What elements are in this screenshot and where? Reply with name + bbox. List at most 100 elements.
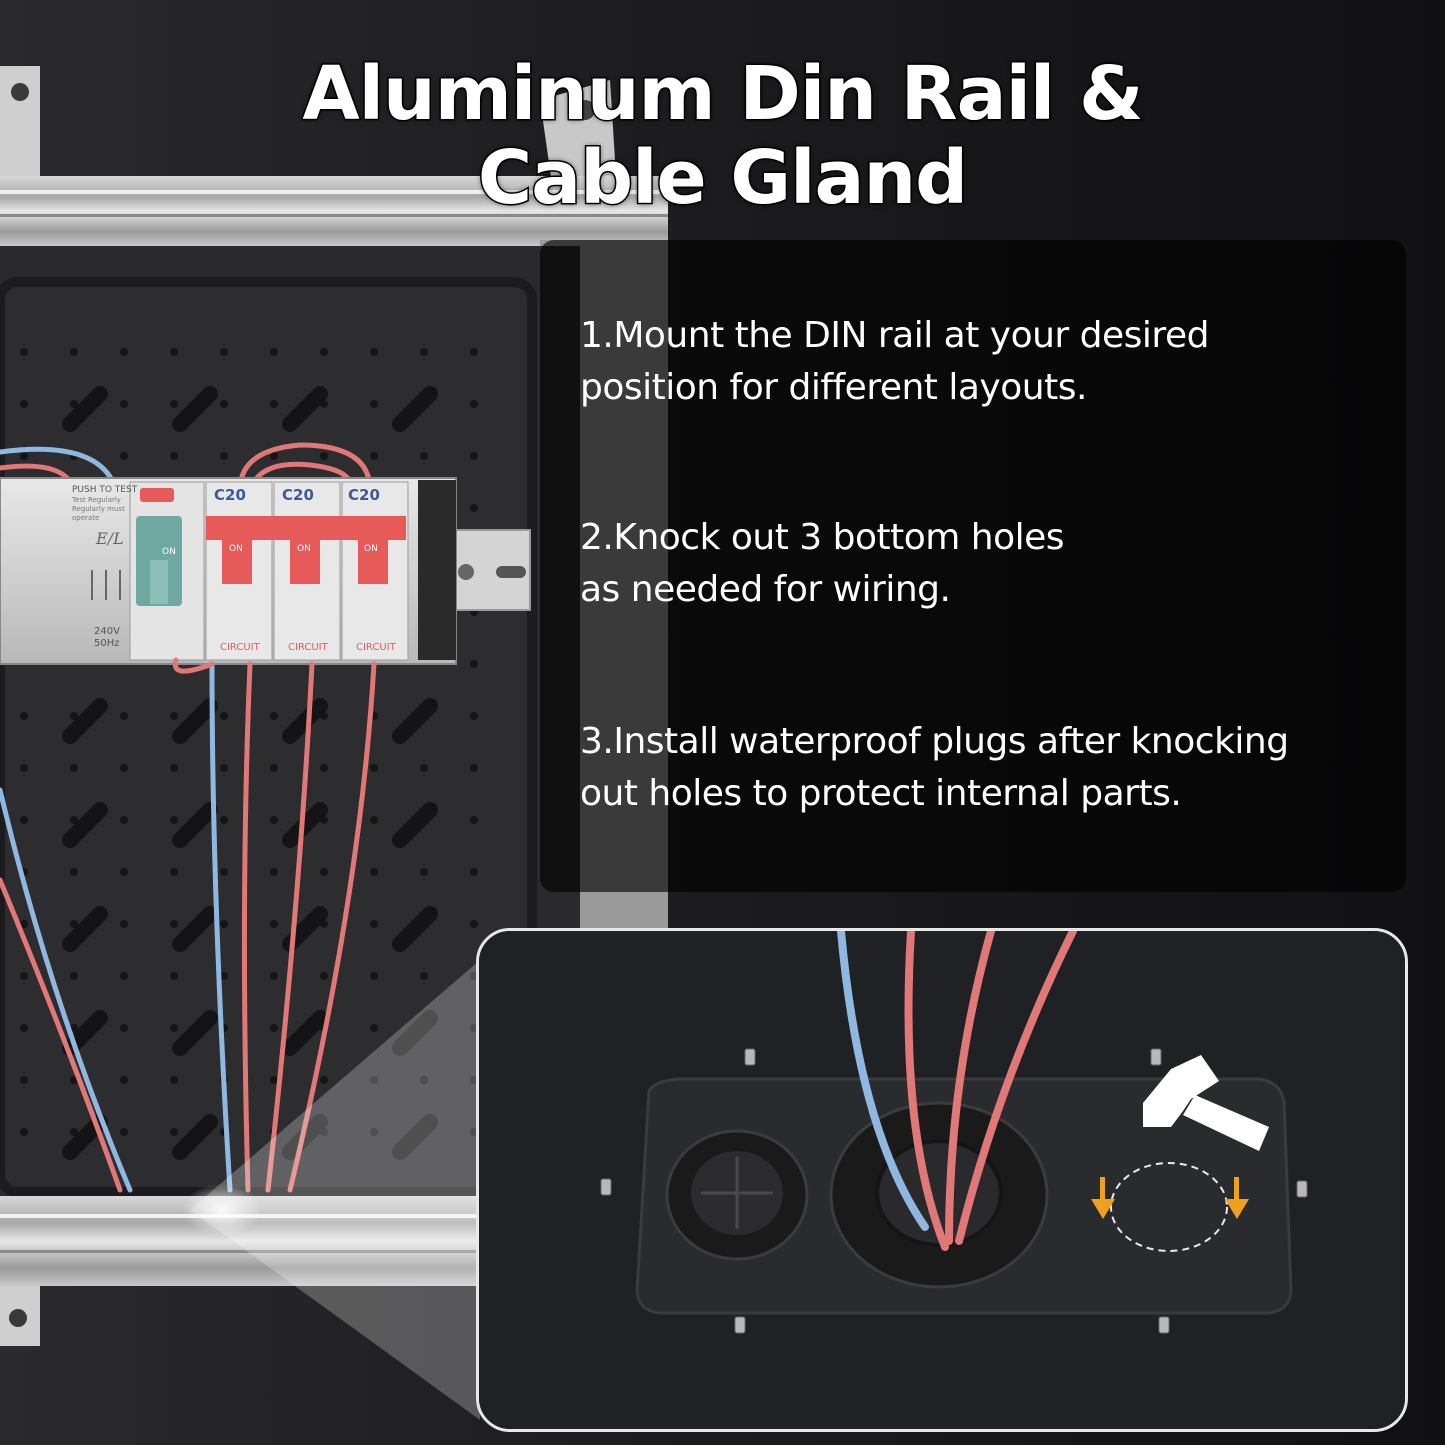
plate-hole — [70, 348, 78, 356]
wires-upper — [0, 442, 373, 493]
plate-slot — [62, 802, 108, 848]
plate-hole — [420, 1076, 428, 1084]
plate-hole — [370, 920, 378, 928]
plate-hole — [420, 452, 428, 460]
plate-hole — [320, 868, 328, 876]
plate-hole — [370, 1128, 378, 1136]
plate-hole — [220, 712, 228, 720]
plate-hole — [220, 868, 228, 876]
plate-hole — [120, 712, 128, 720]
plate-slot — [172, 386, 218, 432]
plate-hole — [120, 1024, 128, 1032]
plate-hole — [220, 816, 228, 824]
plate-hole — [70, 868, 78, 876]
plate-hole — [320, 348, 328, 356]
knockout-hole-outline — [1110, 1162, 1228, 1252]
plate-hole — [470, 400, 478, 408]
plate-hole — [120, 920, 128, 928]
plate-hole — [170, 712, 178, 720]
plate-slot — [392, 802, 438, 848]
arrow-down-icon — [1225, 1177, 1249, 1219]
plate-hole — [470, 868, 478, 876]
rcd-test-sub3: operate — [72, 514, 99, 522]
cable-gland-closeup — [476, 928, 1408, 1432]
plate-hole — [170, 1024, 178, 1032]
mcb-switch-2: ON — [297, 544, 311, 554]
plate-hole — [370, 972, 378, 980]
plate-hole — [270, 920, 278, 928]
rcd-test-label: PUSH TO TEST — [72, 485, 138, 495]
plate-hole — [170, 1128, 178, 1136]
plate-hole — [220, 348, 228, 356]
plate-hole — [270, 400, 278, 408]
step-1: 1.Mount the DIN rail at your desired pos… — [580, 310, 1410, 414]
plate-hole — [470, 348, 478, 356]
plate-hole — [370, 452, 378, 460]
plate-hole — [270, 712, 278, 720]
plate-hole — [120, 816, 128, 824]
plate-hole — [370, 868, 378, 876]
plate-hole — [270, 816, 278, 824]
plate-slot — [172, 906, 218, 952]
plate-hole — [220, 764, 228, 772]
mcb-rating-1: C20 — [214, 486, 246, 504]
plate-slot — [172, 1114, 218, 1160]
title-line-2: Cable Gland — [476, 135, 969, 222]
plate-hole — [120, 764, 128, 772]
plate-hole — [320, 764, 328, 772]
cable-gland-illustration — [479, 931, 1405, 1429]
plate-hole — [370, 348, 378, 356]
plate-slot — [62, 386, 108, 432]
plate-hole — [170, 972, 178, 980]
mcb-label-1: CIRCUIT — [220, 642, 261, 653]
zoom-cone — [190, 960, 480, 1420]
plate-hole — [420, 868, 428, 876]
wires-through-gland — [837, 931, 1077, 1251]
plate-hole — [20, 764, 28, 772]
plate-slot — [392, 386, 438, 432]
page-title: Aluminum Din Rail & Cable Gland — [0, 51, 1445, 222]
plate-slot — [172, 802, 218, 848]
feature-panel — [540, 240, 1406, 892]
plate-slot — [172, 1010, 218, 1056]
aluminum-frame-top — [0, 176, 668, 246]
rcd-test-sub1: Test Regularly — [71, 496, 121, 504]
plate-hole — [170, 920, 178, 928]
plate-slot — [282, 386, 328, 432]
hammer-icon — [1143, 1055, 1269, 1151]
plate-hole — [20, 972, 28, 980]
plate-slot — [282, 1010, 328, 1056]
plate-hole — [370, 400, 378, 408]
plate-hole — [170, 348, 178, 356]
step-2-line-1: 2.Knock out 3 bottom holes — [580, 517, 1065, 558]
plate-hole — [320, 972, 328, 980]
plate-slot — [392, 906, 438, 952]
plate-hole — [70, 816, 78, 824]
plate-hole — [270, 1076, 278, 1084]
plate-hole — [20, 1076, 28, 1084]
plate-hole — [170, 816, 178, 824]
step-2: 2.Knock out 3 bottom holes as needed for… — [580, 512, 1410, 616]
plate-slot — [62, 906, 108, 952]
plate-hole — [170, 452, 178, 460]
plate-hole — [70, 764, 78, 772]
plate-hole — [120, 1076, 128, 1084]
wires-lower — [0, 657, 377, 1193]
plate-slot — [392, 1010, 438, 1056]
plate-hole — [470, 920, 478, 928]
plate-hole — [70, 712, 78, 720]
aluminum-frame-bottom — [0, 1196, 560, 1286]
plate-hole — [120, 400, 128, 408]
plate-hole — [70, 1024, 78, 1032]
plate-hole — [120, 1128, 128, 1136]
plate-hole — [70, 400, 78, 408]
plate-hole — [120, 972, 128, 980]
rcd-rating-freq: 50Hz — [94, 638, 120, 649]
step-1-line-1: 1.Mount the DIN rail at your desired — [580, 315, 1209, 356]
rcd-test-sub2: Regularly must — [72, 505, 125, 513]
plate-hole — [20, 1128, 28, 1136]
plate-hole — [120, 452, 128, 460]
plate-hole — [420, 348, 428, 356]
plate-hole — [170, 868, 178, 876]
plate-hole — [20, 920, 28, 928]
